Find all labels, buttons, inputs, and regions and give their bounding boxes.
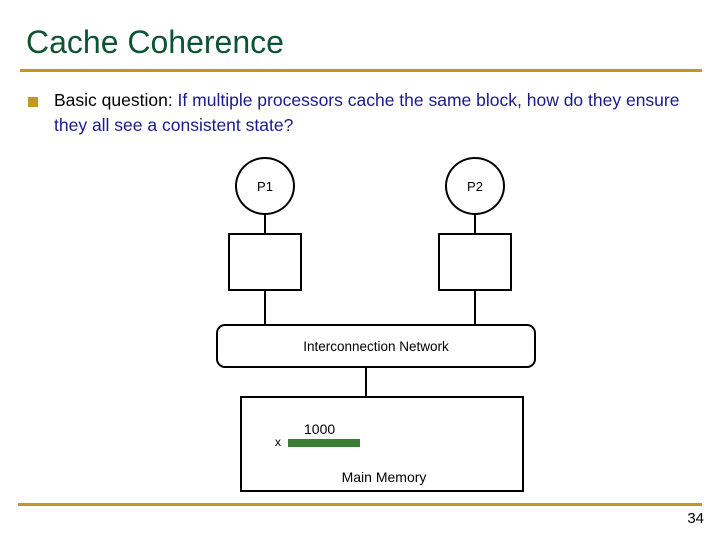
processor-label-p2: P2	[467, 178, 483, 194]
memory-value-bar	[288, 439, 360, 447]
interconnection-network-label: Interconnection Network	[303, 338, 449, 354]
page-number: 34	[687, 510, 704, 527]
title-divider	[20, 69, 702, 72]
cache-box-p1	[228, 233, 302, 291]
main-memory-caption: Main Memory	[341, 469, 427, 485]
connector-network-to-memory	[365, 366, 367, 398]
footer-divider	[18, 503, 702, 506]
bullet-rest-label: If multiple processors cache the same bl…	[54, 90, 680, 135]
square-bullet-icon	[28, 97, 38, 107]
main-memory-box: 1000 x Main Memory	[240, 396, 524, 492]
memory-value-label: 1000	[304, 421, 336, 437]
interconnection-network-box: Interconnection Network	[216, 324, 536, 368]
cache-box-p2	[438, 233, 512, 291]
processor-node-p1: P1	[235, 157, 295, 215]
processor-node-p2: P2	[445, 157, 505, 215]
memory-variable-label: x	[275, 435, 281, 449]
bullet-text: Basic question: If multiple processors c…	[54, 88, 702, 138]
processor-label-p1: P1	[257, 178, 273, 194]
connector-p1-to-cache	[264, 213, 266, 235]
connector-cache2-to-network	[474, 289, 476, 325]
bullet-lead-label: Basic question:	[54, 90, 173, 110]
page-title: Cache Coherence	[26, 24, 284, 60]
connector-p2-to-cache	[474, 213, 476, 235]
connector-cache1-to-network	[264, 289, 266, 325]
